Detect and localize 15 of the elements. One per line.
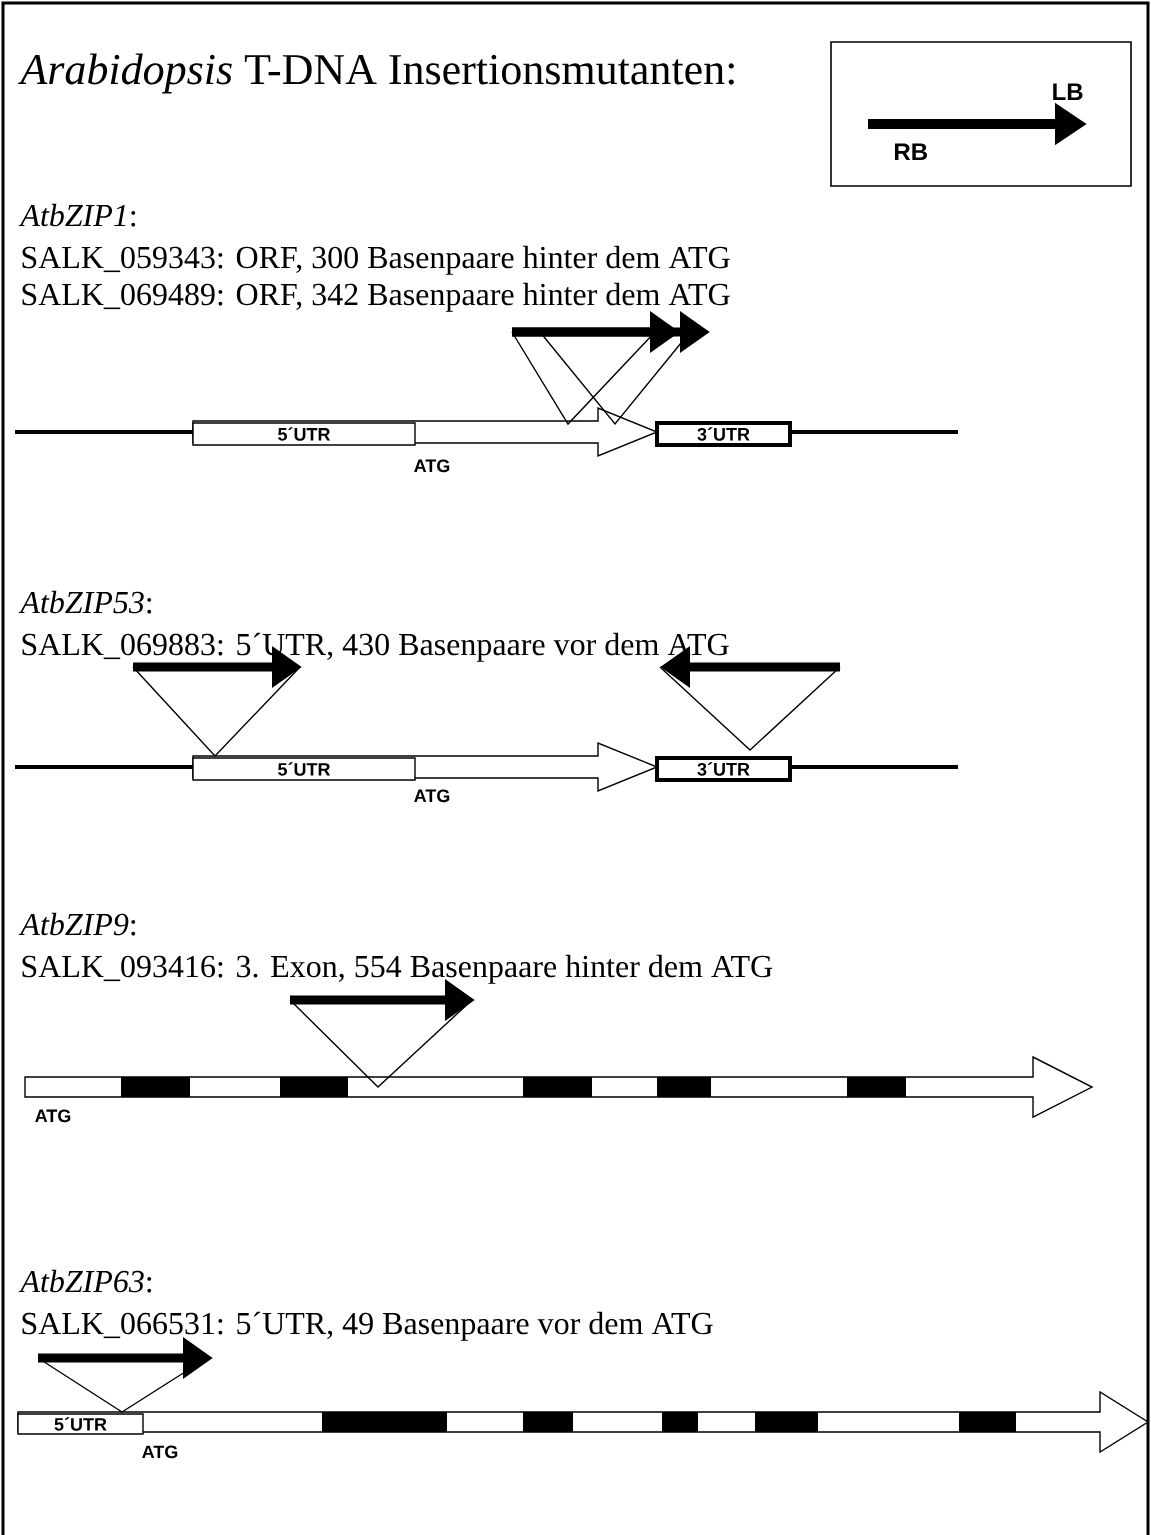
description-text: AtbZIP1: (18, 203, 136, 227)
utr-box: 5´UTR (192, 757, 416, 781)
title: Arabidopsis T-DNA Insertionsmutanten: (18, 53, 734, 94)
atg-label: ATG (142, 1445, 178, 1459)
utr-box: 3´UTR (655, 756, 792, 782)
utr-box: 5´UTR (192, 422, 416, 446)
atg-label: ATG (35, 1109, 71, 1123)
description-text: AtbZIP9: (18, 912, 136, 936)
description-text: SALK_066531: 5´UTR, 49 Basenpaare vor dem ATG (22, 1311, 713, 1341)
border-label: RB (895, 143, 927, 160)
utr-box: 3´UTR (655, 421, 792, 447)
utr-box: 5´UTR (17, 1413, 144, 1435)
atg-label: ATG (414, 789, 450, 803)
atg-label: ATG (414, 459, 450, 473)
border-label: LB (1053, 83, 1083, 100)
